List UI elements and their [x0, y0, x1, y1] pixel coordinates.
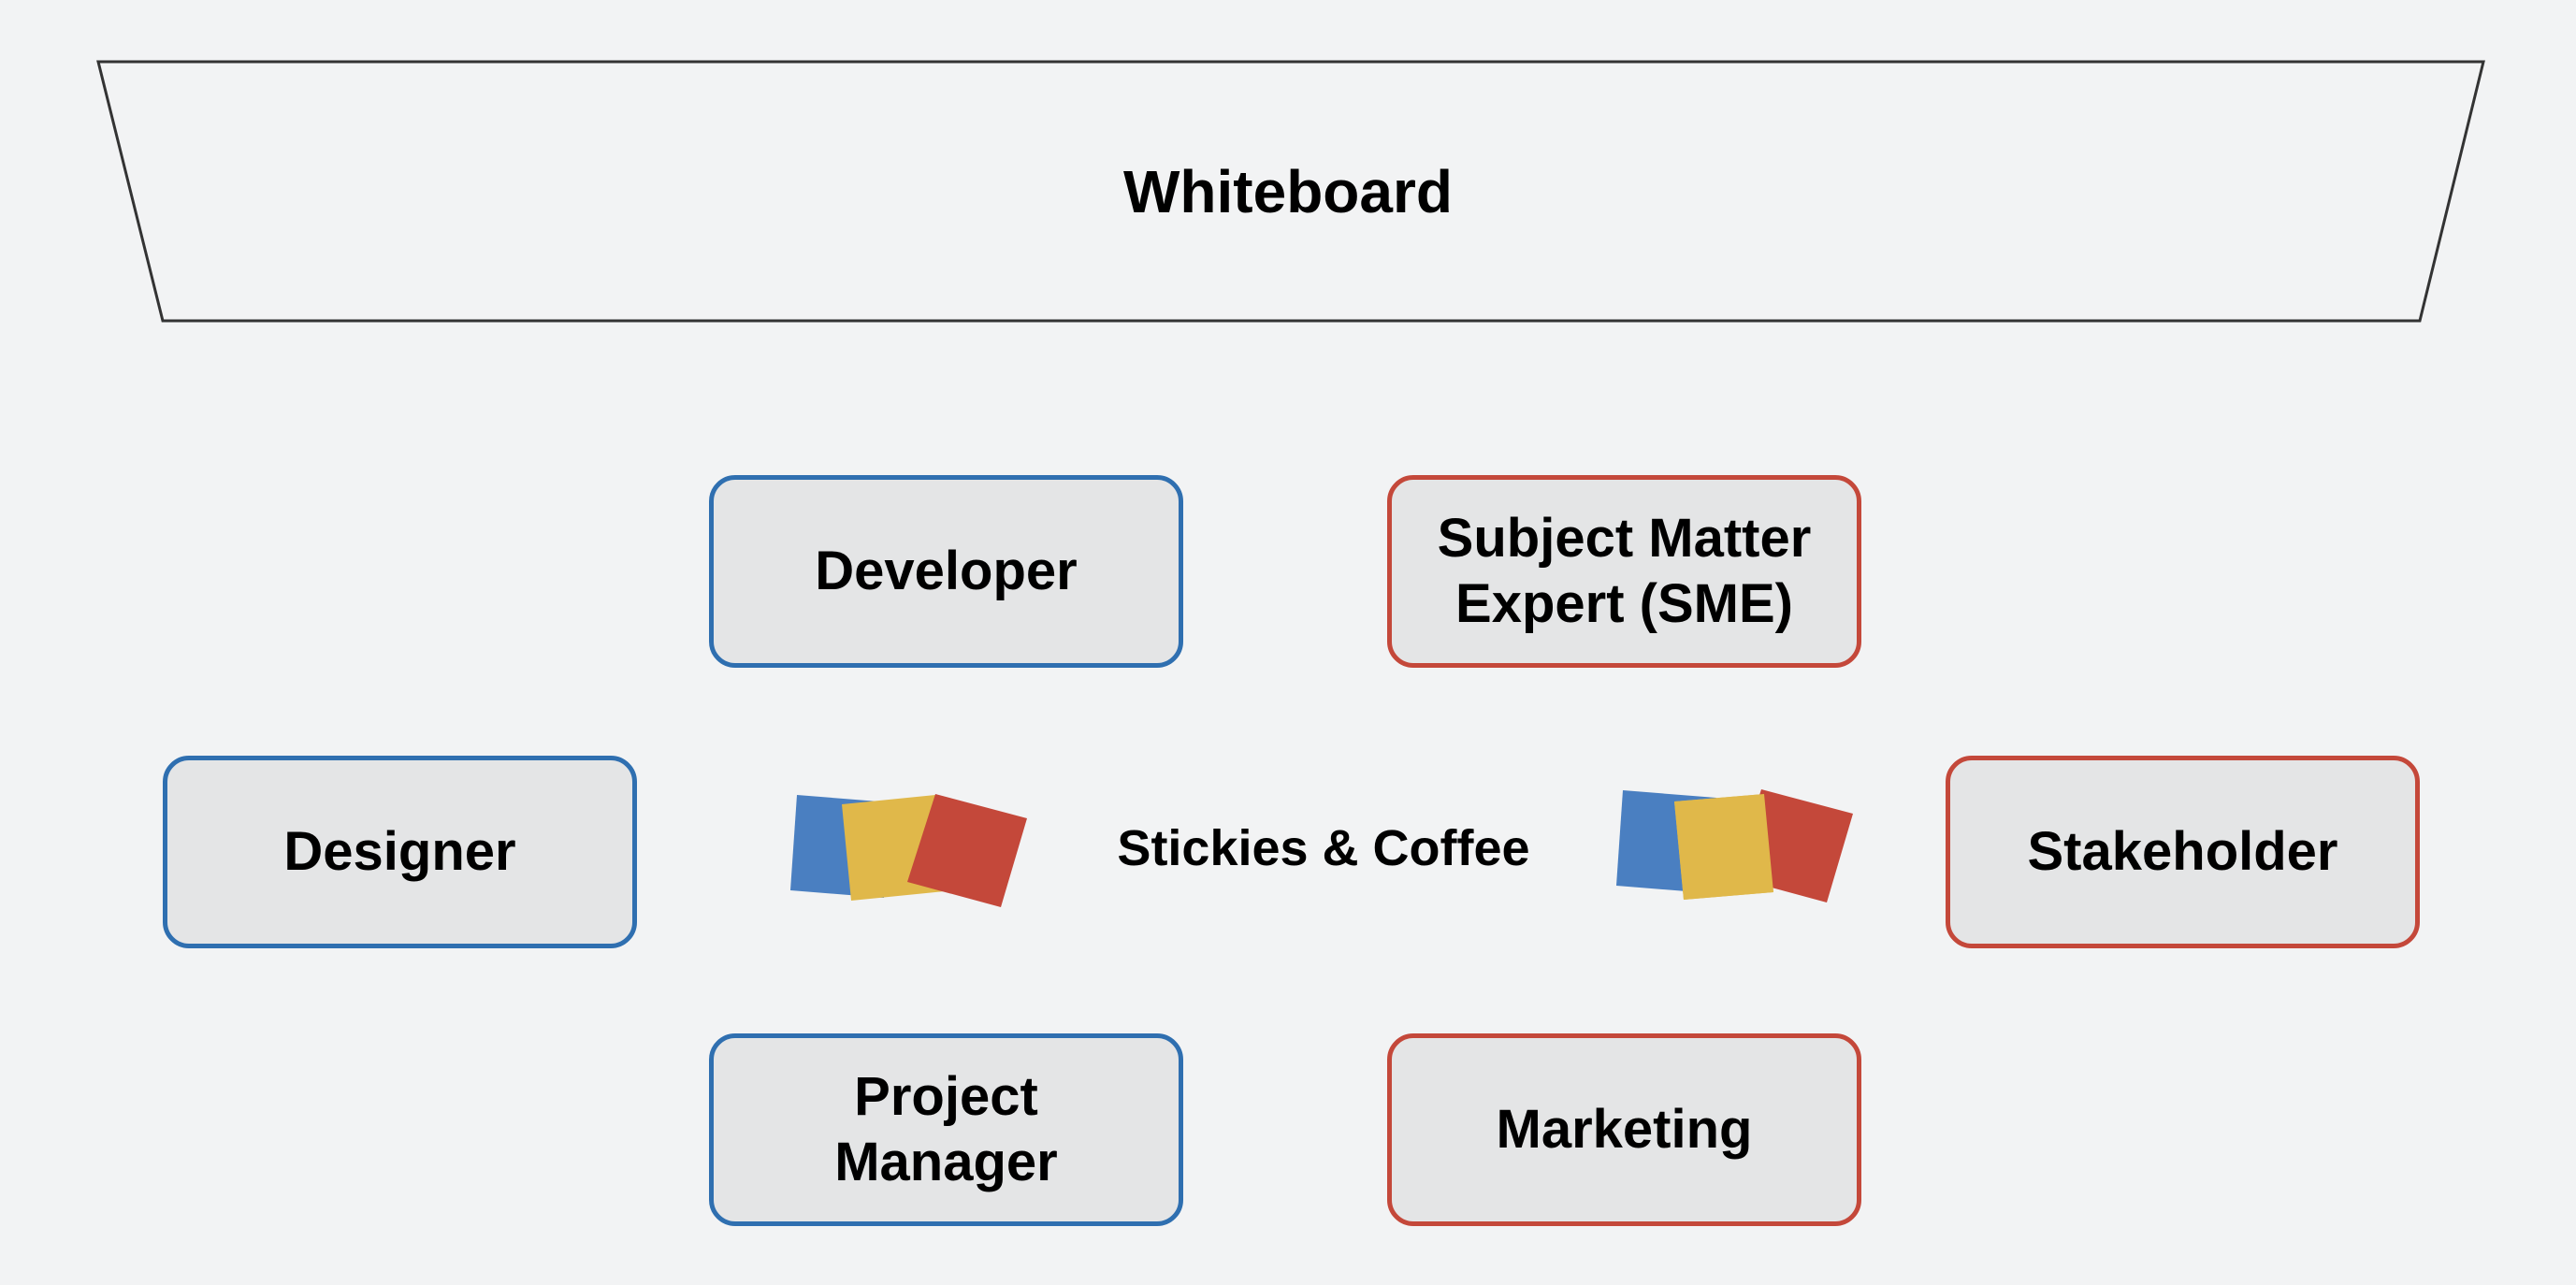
designer-box: Designer: [163, 756, 637, 948]
project-manager-box: Project Manager: [709, 1033, 1183, 1226]
sticky-notes-right-icon: [1616, 789, 1853, 902]
developer-box: Developer: [709, 475, 1183, 668]
sme-label: Subject Matter Expert (SME): [1437, 508, 1812, 634]
developer-label: Developer: [815, 541, 1078, 601]
sticky-notes-left-icon: [790, 794, 1027, 907]
stakeholder-box: Stakeholder: [1946, 756, 2420, 948]
project-manager-label: Project Manager: [834, 1066, 1058, 1192]
stickies-coffee-label: Stickies & Coffee: [1117, 820, 1530, 876]
whiteboard-title: Whiteboard: [1123, 158, 1453, 225]
sme-box: Subject Matter Expert (SME): [1387, 475, 1861, 668]
designer-label: Designer: [283, 821, 516, 882]
marketing-label: Marketing: [1496, 1099, 1753, 1160]
marketing-box: Marketing: [1387, 1033, 1861, 1226]
stakeholder-label: Stakeholder: [2027, 821, 2338, 882]
